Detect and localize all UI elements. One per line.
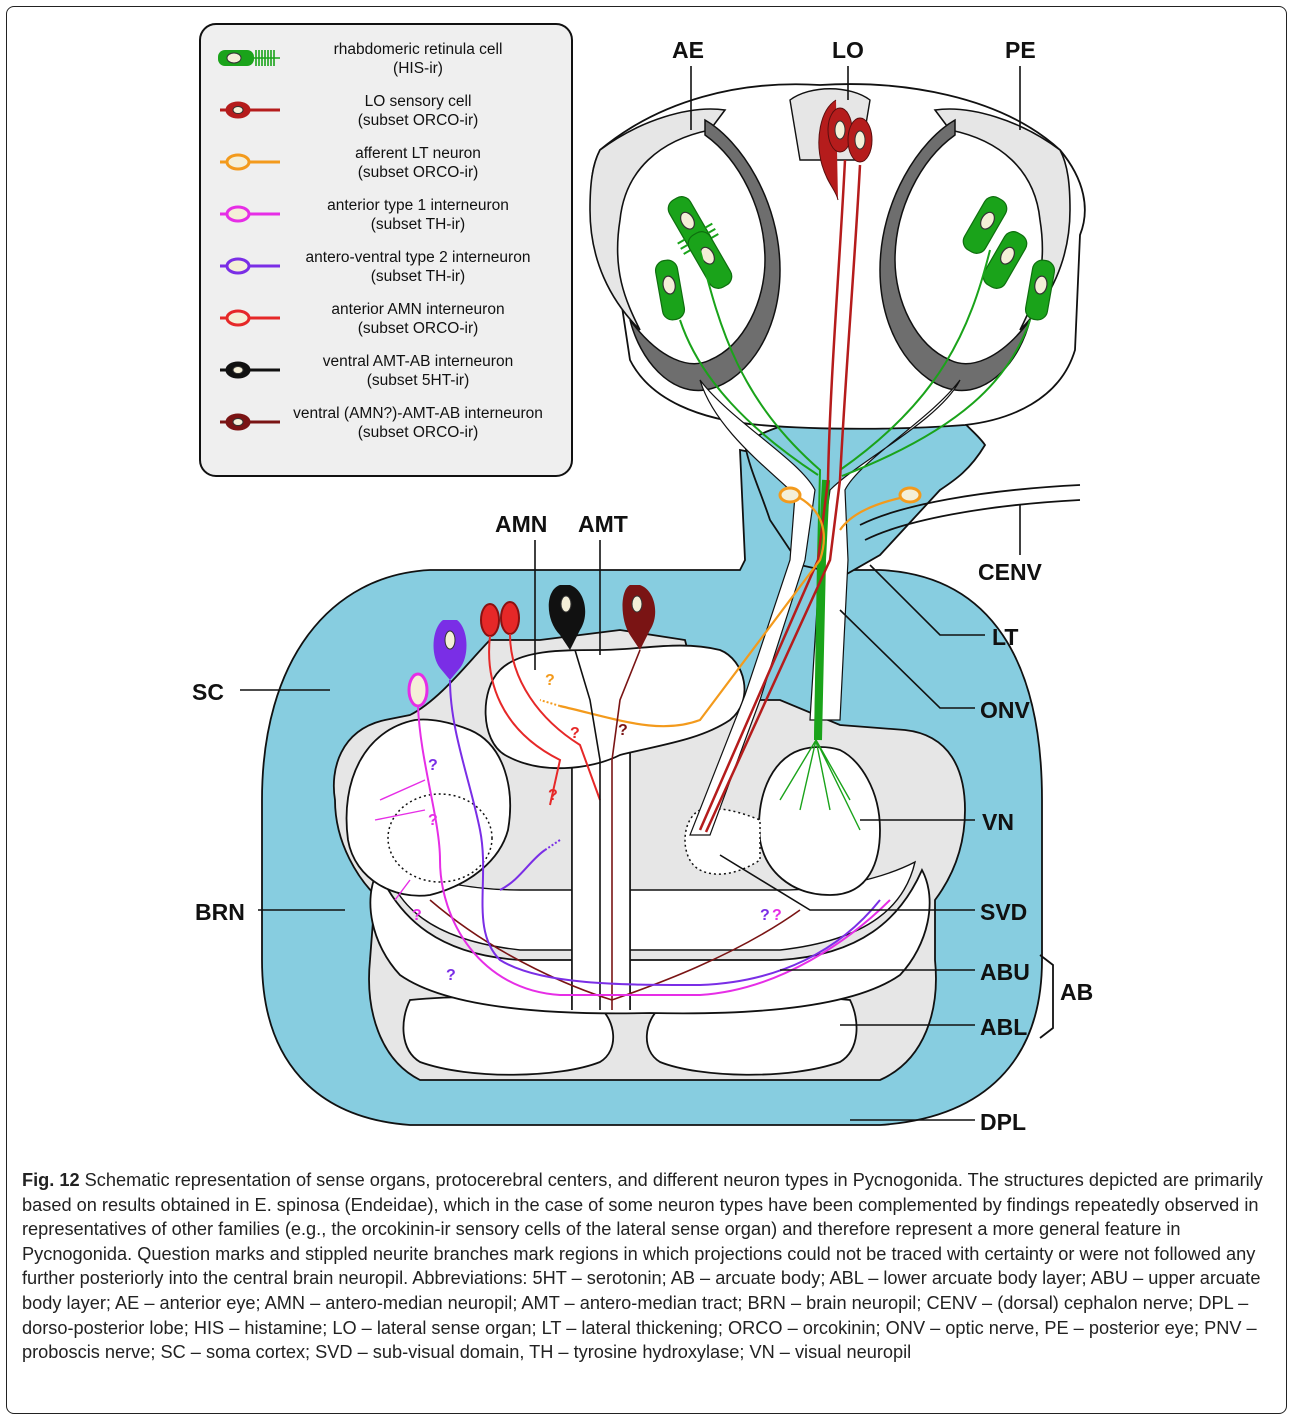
visual-neuropil (759, 747, 880, 895)
qm-red-1: ? (570, 725, 580, 742)
legend-subtitle: (subset TH-ir) (371, 216, 465, 233)
label-vn: VN (982, 809, 1014, 835)
qm-orange: ? (545, 672, 555, 689)
label-dpl: DPL (980, 1109, 1026, 1135)
legend-subtitle: (subset 5HT-ir) (367, 372, 470, 389)
qm-darkred: ? (618, 722, 628, 739)
label-sc: SC (192, 679, 224, 705)
label-abl: ABL (980, 1014, 1027, 1040)
caption-text: Schematic representation of sense organs… (22, 1170, 1263, 1362)
legend-title: ventral AMT-AB interneuron (323, 353, 513, 370)
label-cenv: CENV (978, 559, 1043, 585)
legend-title: anterior type 1 interneuron (327, 197, 509, 214)
qm-magenta-3: ? (412, 907, 422, 924)
retinula-cell-icon (218, 50, 280, 66)
label-abu: ABU (980, 959, 1030, 985)
qm-purple-3: ? (446, 967, 456, 984)
qm-magenta-2: ? (772, 907, 782, 924)
legend-title: ventral (AMN?)-AMT-AB interneuron (293, 405, 543, 422)
legend-title: afferent LT neuron (355, 145, 481, 162)
label-lo: LO (832, 37, 864, 63)
label-svd: SVD (980, 899, 1027, 925)
legend-subtitle: (HIS-ir) (393, 60, 443, 77)
figure-number: Fig. 12 (22, 1170, 80, 1190)
legend-subtitle: (subset TH-ir) (371, 268, 465, 285)
legend-title: LO sensory cell (365, 93, 472, 110)
legend-subtitle: (subset ORCO-ir) (358, 424, 479, 441)
label-amt: AMT (578, 511, 628, 537)
legend-title: rhabdomeric retinula cell (334, 41, 503, 58)
label-lt: LT (992, 624, 1018, 650)
qm-purple-2: ? (760, 907, 770, 924)
qm-red-2: ? (548, 787, 558, 804)
label-onv: ONV (980, 697, 1031, 723)
label-ab: AB (1060, 979, 1093, 1005)
legend: rhabdomeric retinula cell (HIS-ir) LO sens… (200, 24, 572, 476)
qm-purple-1: ? (428, 757, 438, 774)
qm-magenta-1: ? (428, 812, 438, 829)
legend-subtitle: (subset ORCO-ir) (358, 320, 479, 337)
legend-subtitle: (subset ORCO-ir) (358, 112, 479, 129)
figure-caption: Fig. 12 Schematic representation of sens… (22, 1168, 1272, 1365)
legend-title: anterior AMN interneuron (331, 301, 504, 318)
label-amn: AMN (495, 511, 547, 537)
label-brn: BRN (195, 899, 245, 925)
legend-subtitle: (subset ORCO-ir) (358, 164, 479, 181)
legend-title: antero-ventral type 2 interneuron (306, 249, 531, 266)
label-ae: AE (672, 37, 704, 63)
label-pe: PE (1005, 37, 1036, 63)
neuroanatomy-schematic: ? ? ? ? ? ? ? ? ? ? AE LO PE AMN AMT CEN… (0, 0, 1295, 1160)
